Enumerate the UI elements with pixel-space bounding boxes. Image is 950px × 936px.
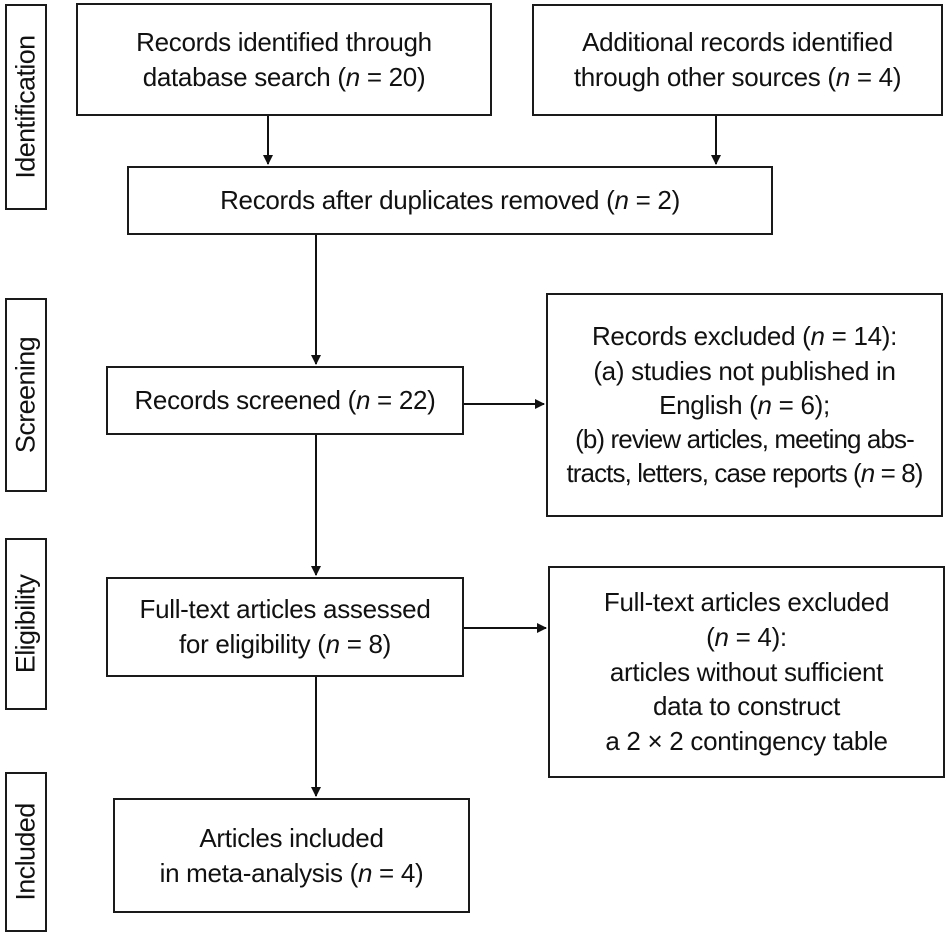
box-line: Records screened (n = 22) (134, 385, 436, 416)
box-line: Records identified through (136, 26, 432, 57)
box-line: through other sources (n = 4) (573, 62, 902, 92)
box-line: (b) review articles, meeting abs- (575, 424, 915, 455)
box-line: for eligibility (n = 8) (178, 629, 392, 659)
box-records-screened: Records screened (n = 22) (106, 366, 464, 435)
box-included-meta: Articles included in meta-analysis (n = … (113, 798, 470, 913)
box-duplicates-removed: Records after duplicates removed (n = 2) (127, 166, 773, 235)
box-line: Articles included (199, 822, 384, 853)
box-records-excluded: Records excluded (n = 14): (a) studies n… (546, 293, 943, 517)
box-other-sources: Additional records identified through ot… (532, 4, 943, 116)
box-fulltext-excluded: Full-text articles excluded (n = 4): art… (548, 566, 945, 778)
box-line: a 2 × 2 contingency table (605, 726, 888, 757)
phase-included: Included (5, 772, 47, 932)
box-line: data to construct (652, 691, 841, 722)
box-line: (n = 4): (706, 621, 787, 652)
phase-screening: Screening (5, 298, 47, 492)
box-line: tracts, letters, case reports (n = 8) (566, 458, 923, 489)
box-line: Full-text articles excluded (603, 586, 890, 617)
box-line: in meta-analysis (n = 4) (159, 857, 424, 888)
phase-identification: Identification (5, 4, 47, 210)
box-line: Additional records identified (582, 27, 893, 58)
box-line: articles without sufficient (609, 656, 884, 687)
box-line: Records excluded (n = 14): (591, 321, 898, 352)
box-fulltext-assessed: Full-text articles assessed for eligibil… (106, 577, 464, 677)
box-line: Records after duplicates removed (n = 2) (220, 185, 680, 216)
box-line: (a) studies not published in (593, 355, 896, 386)
box-line: database search (n = 20) (142, 61, 426, 92)
box-line: English (n = 6); (659, 389, 830, 420)
box-line: Full-text articles assessed (139, 594, 431, 625)
phase-eligibility: Eligibility (5, 538, 47, 710)
box-database-search: Records identified through database sear… (76, 3, 492, 116)
